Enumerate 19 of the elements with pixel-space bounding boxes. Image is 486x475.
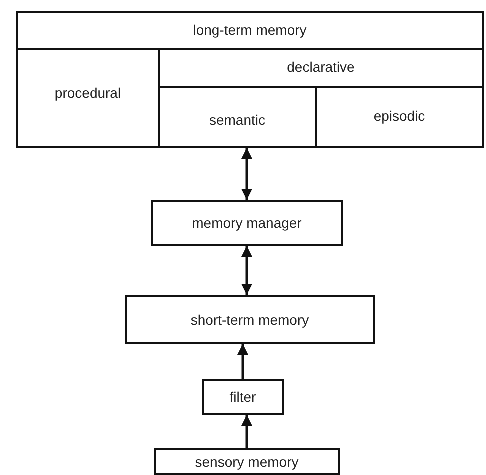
memory-box xyxy=(202,379,284,415)
box-label: long-term memory xyxy=(193,21,307,40)
box-label: short-term memory xyxy=(190,312,310,328)
box-label: procedural xyxy=(54,85,122,101)
box-label: declarative xyxy=(287,58,355,77)
box-label: semantic xyxy=(209,112,266,128)
box-label: episodic xyxy=(374,108,426,124)
memory-box xyxy=(151,200,343,246)
memory-section-box xyxy=(158,48,484,148)
box-label: memory manager xyxy=(192,215,302,231)
memory-box xyxy=(125,295,375,344)
box-label: sensory memory xyxy=(195,454,299,470)
box-label: filter xyxy=(230,389,256,405)
memory-box xyxy=(16,11,484,148)
arrow xyxy=(241,246,253,295)
memory-box xyxy=(154,448,340,475)
arrow xyxy=(241,415,253,448)
arrow xyxy=(241,148,253,200)
arrow xyxy=(237,344,249,379)
